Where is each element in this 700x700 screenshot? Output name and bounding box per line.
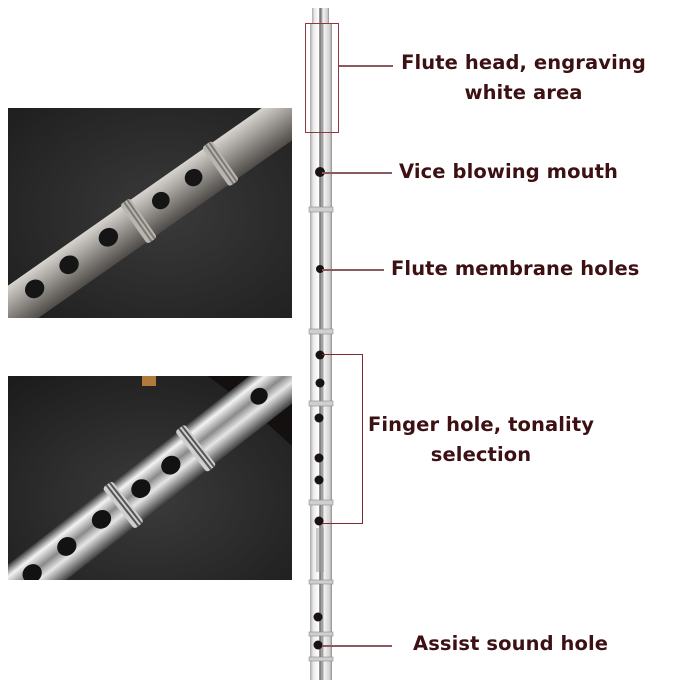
matte-flute-image bbox=[8, 108, 292, 318]
membrane-leader-line bbox=[322, 269, 384, 271]
blowing-leader-line bbox=[322, 172, 392, 174]
polished-flute-image bbox=[8, 376, 292, 580]
label-assist-sound-hole: Assist sound hole bbox=[413, 632, 609, 655]
flute-holes bbox=[313, 167, 325, 650]
label-finger-holes-line1: Finger hole, tonality bbox=[367, 413, 595, 436]
assist-leader-line bbox=[322, 645, 392, 647]
label-blowing-mouth: Vice blowing mouth bbox=[399, 160, 618, 183]
label-membrane-holes: Flute membrane holes bbox=[391, 257, 640, 280]
photo-matte-flute bbox=[8, 108, 292, 318]
flute-diagram bbox=[308, 8, 334, 680]
photo-polished-flute bbox=[8, 376, 292, 580]
label-flute-head-line1: Flute head, engraving bbox=[401, 51, 646, 74]
flute-head-highlight-box bbox=[305, 23, 339, 133]
head-leader-line bbox=[339, 65, 393, 67]
label-finger-holes: Finger hole, tonality selection bbox=[366, 410, 596, 470]
label-flute-head: Flute head, engraving white area bbox=[396, 48, 651, 108]
label-flute-head-line2: white area bbox=[464, 81, 583, 104]
finger-holes-bracket bbox=[322, 354, 363, 524]
label-finger-holes-line2: selection bbox=[430, 443, 532, 466]
